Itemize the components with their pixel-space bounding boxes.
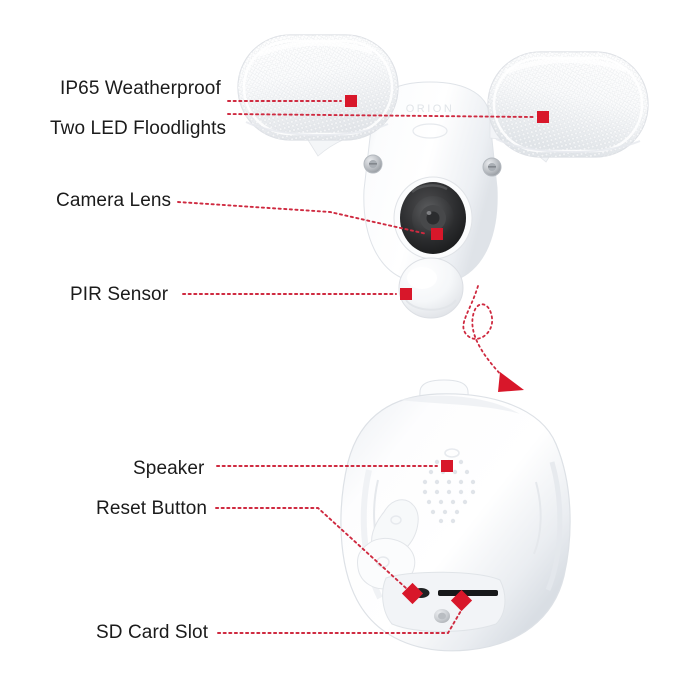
bottom-housing-body xyxy=(340,393,571,652)
callout-leaders xyxy=(177,100,534,634)
led-floodlight-left xyxy=(237,34,399,141)
callout-markers xyxy=(345,95,549,612)
callout-label-speaker: Speaker xyxy=(133,458,205,479)
pivot-screw-right xyxy=(482,157,502,177)
sd-card-slot-port xyxy=(438,590,498,596)
bottom-view-group xyxy=(340,379,571,652)
marker-reset-button xyxy=(401,582,424,605)
callout-label-ip65: IP65 Weatherproof xyxy=(60,78,221,99)
marker-pir-sensor xyxy=(400,288,412,300)
callout-label-pir-sensor: PIR Sensor xyxy=(70,284,169,305)
callout-label-floodlights: Two LED Floodlights xyxy=(50,118,227,139)
marker-camera-lens xyxy=(431,228,443,240)
pir-sensor-dome xyxy=(398,257,464,319)
leader-line-floodlights xyxy=(227,113,534,118)
callout-label-reset-button: Reset Button xyxy=(96,498,208,519)
port-bay-recess xyxy=(382,571,506,632)
marker-ip65 xyxy=(345,95,357,107)
front-view-group: ORION xyxy=(237,34,649,319)
leader-line-camera-lens xyxy=(177,201,428,235)
marker-floodlights xyxy=(537,111,549,123)
led-floodlight-right xyxy=(487,51,649,158)
leader-line-sd-card-slot xyxy=(217,608,463,634)
brand-emboss: ORION xyxy=(406,103,455,115)
view-transition-arrow xyxy=(462,285,524,392)
leader-line-reset-button xyxy=(215,507,408,590)
camera-lens-module xyxy=(393,176,473,260)
callout-label-camera-lens: Camera Lens xyxy=(56,190,172,211)
marker-speaker xyxy=(441,460,453,472)
marker-sd-card-slot xyxy=(450,589,473,612)
pivot-screw-left xyxy=(363,154,383,174)
callout-label-sd-card-slot: SD Card Slot xyxy=(96,622,209,643)
